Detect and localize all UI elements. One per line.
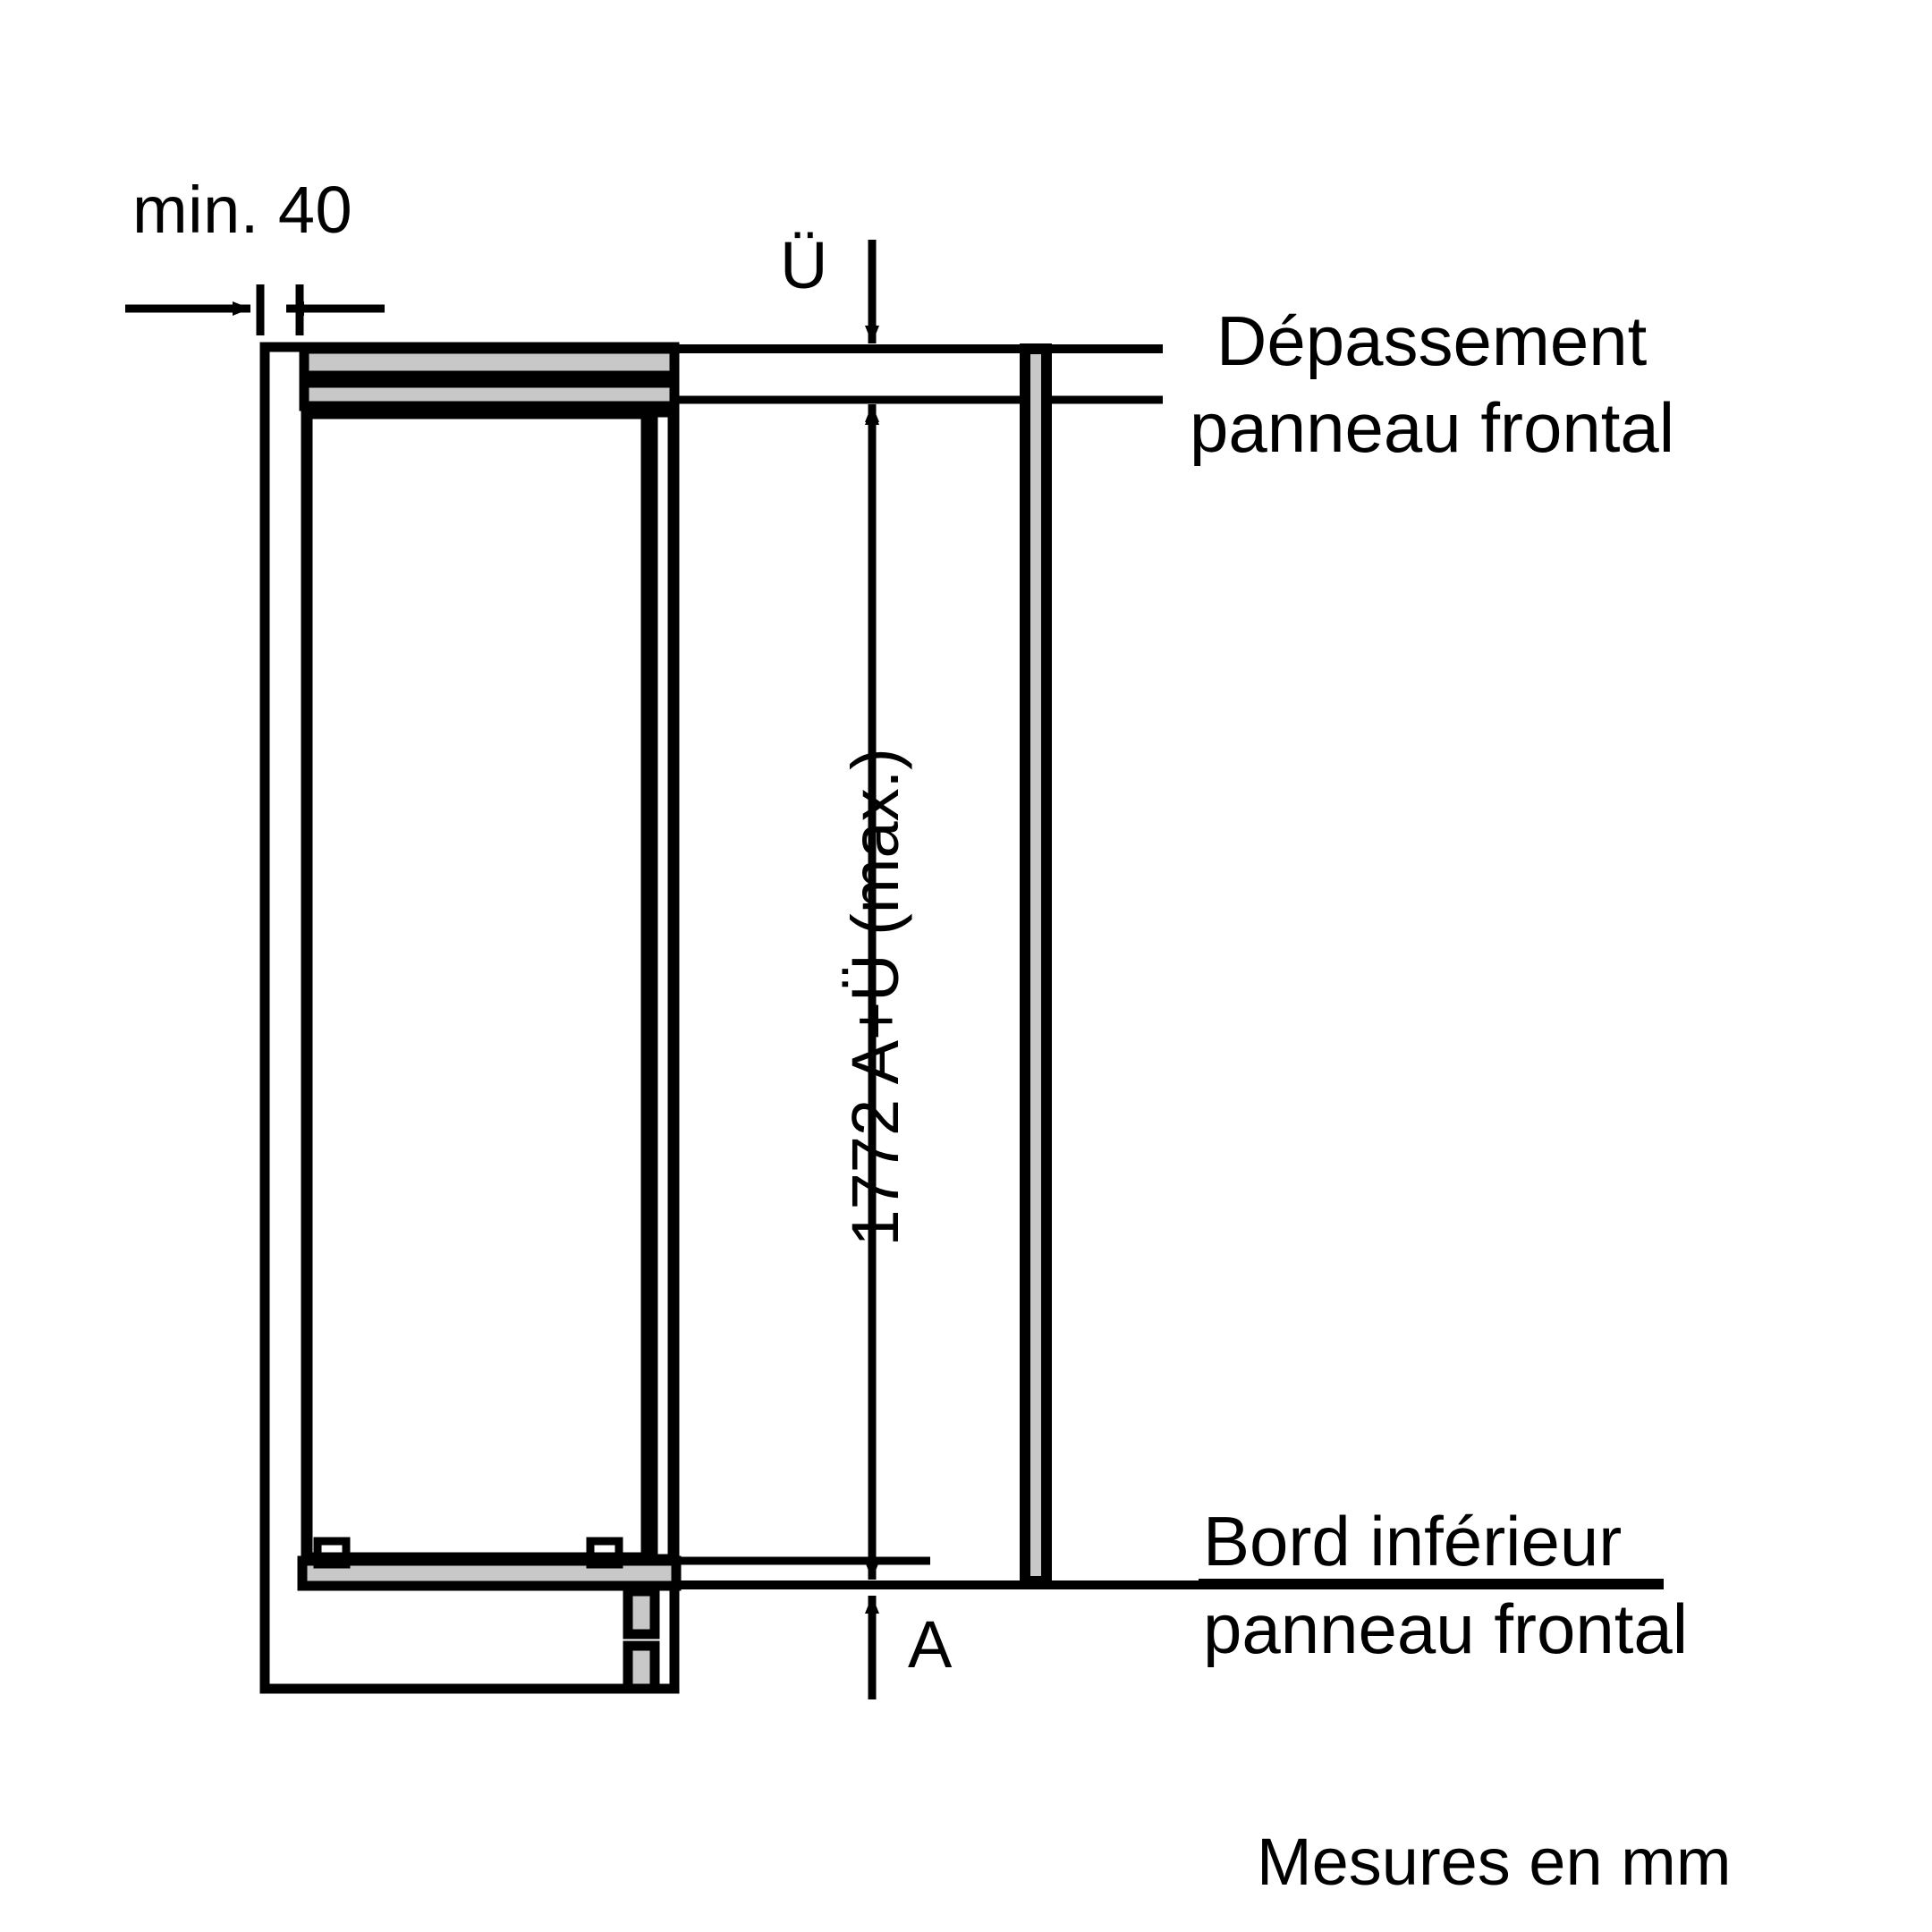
front-panel-bar (1020, 343, 1052, 1587)
bottom-gap-symbol-label: A (908, 1607, 953, 1682)
adjuster-foot-lower (623, 1640, 660, 1694)
total-height-label: 1772 A+Ü (max.) (838, 748, 912, 1247)
overhang-symbol-label: Ü (780, 228, 828, 302)
overhang-label-line1: Dépassement (1216, 301, 1648, 380)
base-notch-left (313, 1537, 351, 1569)
cabinet-outline (259, 342, 680, 1694)
base-notch-right (586, 1537, 623, 1569)
appliance-body (301, 407, 653, 1564)
bottom-edge-label-line2: panneau frontal (1203, 1589, 1689, 1668)
overhang-label-line2: panneau frontal (1190, 388, 1675, 467)
adjuster-foot-upper (623, 1586, 660, 1640)
min-gap-dimension (125, 284, 385, 335)
appliance-door-strip (649, 409, 676, 1563)
min-gap-label: min. 40 (132, 173, 353, 247)
top-spacer-panel (299, 343, 680, 381)
upper-gray-rail (299, 377, 680, 411)
units-note: Mesures en mm (1257, 1825, 1732, 1899)
bottom-edge-label-line1: Bord inférieur (1203, 1502, 1623, 1580)
